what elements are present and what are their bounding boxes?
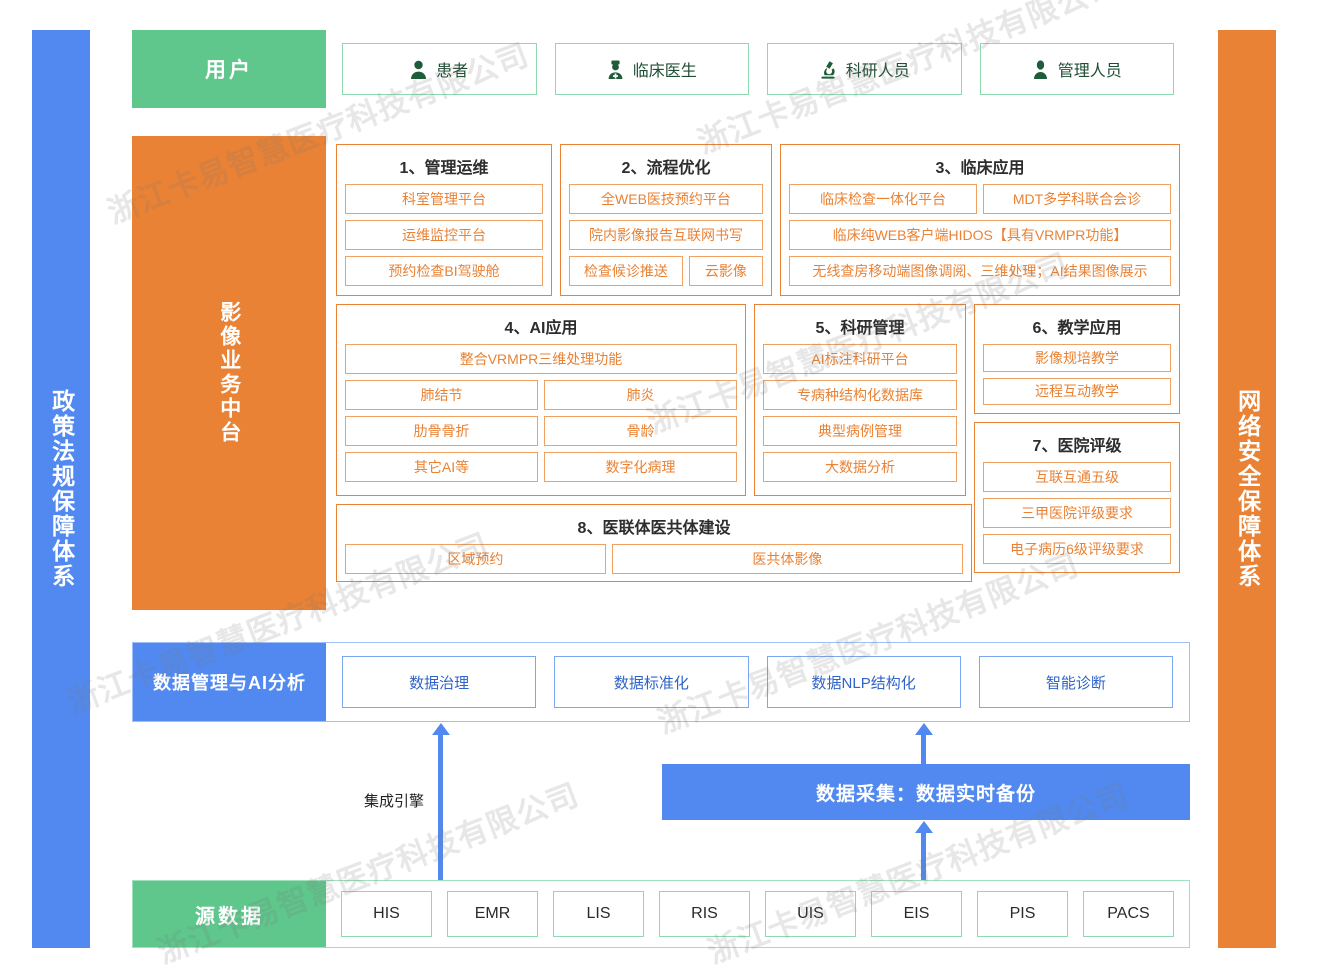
chip-row: 检查候诊推送 云影像 (569, 256, 763, 286)
chip[interactable]: 科室管理平台 (345, 184, 543, 214)
data-item-nlp-structuring[interactable]: 数据NLP结构化 (766, 656, 961, 708)
user-list: 患者 临床医生 科研人员 (326, 30, 1190, 108)
data-management-band-label: 数据管理与AI分析 (133, 643, 326, 721)
data-item-governance[interactable]: 数据治理 (342, 656, 537, 708)
integration-engine-label: 集成引擎 (364, 793, 425, 810)
user-item-label: 科研人员 (845, 63, 910, 80)
source-item-emr[interactable]: EMR (447, 891, 538, 937)
user-item-label: 临床医生 (632, 63, 697, 80)
chip[interactable]: 临床检查一体化平台 (789, 184, 977, 214)
chip[interactable]: 肋骨骨折 (345, 416, 538, 446)
chip[interactable]: 骨龄 (544, 416, 737, 446)
chip[interactable]: 区域预约 (345, 544, 606, 574)
panel-clinical-application: 3、临床应用 临床检查一体化平台 MDT多学科联合会诊 临床纯WEB客户端HID… (780, 144, 1180, 296)
microscope-icon (819, 60, 837, 79)
arrow-up-collection-to-data (921, 734, 926, 766)
chip[interactable]: 全WEB医技预约平台 (569, 184, 763, 214)
chip[interactable]: 大数据分析 (763, 452, 957, 482)
source-item-pis[interactable]: PIS (977, 891, 1068, 937)
user-item-clinician[interactable]: 临床医生 (554, 43, 749, 95)
user-band: 用户 患者 临床医生 (132, 30, 1190, 108)
data-item-standardization[interactable]: 数据标准化 (554, 656, 749, 708)
panel-management-ops: 1、管理运维 科室管理平台 运维监控平台 预约检查BI驾驶舱 (336, 144, 552, 296)
chip[interactable]: 远程互动教学 (983, 377, 1171, 405)
chip-row: 肺结节 肺炎 (345, 380, 737, 410)
panel-row-middle: 4、AI应用 整合VRMPR三维处理功能 肺结节 肺炎 肋骨骨折 骨龄 其它AI… (336, 304, 1180, 573)
data-management-band: 数据管理与AI分析 数据治理 数据标准化 数据NLP结构化 智能诊断 (132, 642, 1190, 722)
person-icon (1032, 59, 1049, 79)
panel-title: 6、教学应用 (1032, 320, 1122, 337)
chip[interactable]: 临床纯WEB客户端HIDOS【具有VRMPR功能】 (789, 220, 1171, 250)
panel-hospital-rating: 7、医院评级 互联互通五级 三甲医院评级要求 电子病历6级评级要求 (974, 422, 1180, 573)
chip[interactable]: 无线查房移动端图像调阅、三维处理；AI结果图像展示 (789, 256, 1171, 286)
chip-row: 其它AI等 数字化病理 (345, 452, 737, 482)
integration-layer: 数据采集：数据实时备份 集成引擎 (132, 722, 1190, 880)
source-data-band: 源数据 HIS EMR LIS RIS UIS EIS PIS PACS (132, 880, 1190, 948)
panel-title: 4、AI应用 (504, 320, 578, 337)
data-item-intelligent-diagnosis[interactable]: 智能诊断 (978, 656, 1173, 708)
panel-medical-alliance: 8、医联体医共体建设 区域预约 医共体影像 (336, 504, 972, 582)
data-management-list: 数据治理 数据标准化 数据NLP结构化 智能诊断 (326, 643, 1189, 721)
panel-title: 1、管理运维 (399, 160, 489, 177)
source-item-his[interactable]: HIS (341, 891, 432, 937)
source-item-lis[interactable]: LIS (553, 891, 644, 937)
imaging-platform-band: 影像业务中台 1、管理运维 科室管理平台 运维监控平台 预约检查BI驾驶舱 2、… (132, 136, 1190, 610)
chip[interactable]: 肺结节 (345, 380, 538, 410)
doctor-icon (607, 60, 624, 79)
user-band-label: 用户 (132, 30, 326, 108)
imaging-band-label: 影像业务中台 (132, 136, 326, 610)
user-item-patient[interactable]: 患者 (342, 43, 537, 95)
source-data-band-label: 源数据 (133, 881, 326, 947)
person-icon (410, 60, 427, 79)
chip[interactable]: 院内影像报告互联网书写 (569, 220, 763, 250)
source-item-uis[interactable]: UIS (765, 891, 856, 937)
panel-title: 5、科研管理 (815, 320, 905, 337)
user-item-label: 患者 (436, 63, 469, 80)
chip-row: 肋骨骨折 骨龄 (345, 416, 737, 446)
chip[interactable]: 检查候诊推送 (569, 256, 683, 286)
panel-research-management: 5、科研管理 AI标注科研平台 专病种结构化数据库 典型病例管理 大数据分析 (754, 304, 966, 496)
panel-title: 7、医院评级 (1032, 438, 1122, 455)
chip[interactable]: 其它AI等 (345, 452, 538, 482)
chip[interactable]: 互联互通五级 (983, 462, 1171, 492)
chip[interactable]: AI标注科研平台 (763, 344, 957, 374)
chip[interactable]: 三甲医院评级要求 (983, 498, 1171, 528)
panel-process-optimization: 2、流程优化 全WEB医技预约平台 院内影像报告互联网书写 检查候诊推送 云影像 (560, 144, 772, 296)
source-item-ris[interactable]: RIS (659, 891, 750, 937)
chip[interactable]: 肺炎 (544, 380, 737, 410)
panel-title: 3、临床应用 (935, 160, 1025, 177)
chip[interactable]: 预约检查BI驾驶舱 (345, 256, 543, 286)
chip[interactable]: 云影像 (688, 256, 763, 286)
source-item-pacs[interactable]: PACS (1083, 891, 1174, 937)
chip[interactable]: 医共体影像 (611, 544, 963, 574)
chip[interactable]: 数字化病理 (544, 452, 737, 482)
source-item-eis[interactable]: EIS (871, 891, 962, 937)
user-item-label: 管理人员 (1057, 63, 1122, 80)
chip-row: 区域预约 医共体影像 (345, 544, 963, 574)
chip[interactable]: 典型病例管理 (763, 416, 957, 446)
panel-ai-application: 4、AI应用 整合VRMPR三维处理功能 肺结节 肺炎 肋骨骨折 骨龄 其它AI… (336, 304, 746, 496)
user-item-researcher[interactable]: 科研人员 (767, 43, 962, 95)
arrow-up-integration-engine (438, 734, 443, 880)
panel-row-top: 1、管理运维 科室管理平台 运维监控平台 预约检查BI驾驶舱 2、流程优化 全W… (336, 144, 1180, 296)
chip[interactable]: 整合VRMPR三维处理功能 (345, 344, 737, 374)
policy-regulation-sidebar: 政策法规保障体系 (32, 30, 90, 948)
panel-title: 8、医联体医共体建设 (577, 520, 731, 537)
chip[interactable]: MDT多学科联合会诊 (983, 184, 1171, 214)
arrow-up-source-to-collection (921, 832, 926, 880)
panel-title: 2、流程优化 (621, 160, 711, 177)
source-data-list: HIS EMR LIS RIS UIS EIS PIS PACS (326, 881, 1189, 947)
chip[interactable]: 电子病历6级评级要求 (983, 534, 1171, 564)
imaging-panels: 1、管理运维 科室管理平台 运维监控平台 预约检查BI驾驶舱 2、流程优化 全W… (326, 136, 1190, 610)
data-collection-box: 数据采集：数据实时备份 (662, 764, 1190, 820)
panel-column-teaching-rating: 6、教学应用 影像规培教学 远程互动教学 7、医院评级 互联互通五级 三甲医院评… (974, 304, 1180, 573)
chip-row: 临床检查一体化平台 MDT多学科联合会诊 (789, 184, 1171, 214)
chip[interactable]: 专病种结构化数据库 (763, 380, 957, 410)
chip[interactable]: 影像规培教学 (983, 344, 1171, 372)
panel-teaching-application: 6、教学应用 影像规培教学 远程互动教学 (974, 304, 1180, 414)
chip[interactable]: 运维监控平台 (345, 220, 543, 250)
network-security-sidebar: 网络安全保障体系 (1218, 30, 1276, 948)
user-item-administrator[interactable]: 管理人员 (979, 43, 1174, 95)
main-column: 用户 患者 临床医生 (132, 30, 1190, 948)
